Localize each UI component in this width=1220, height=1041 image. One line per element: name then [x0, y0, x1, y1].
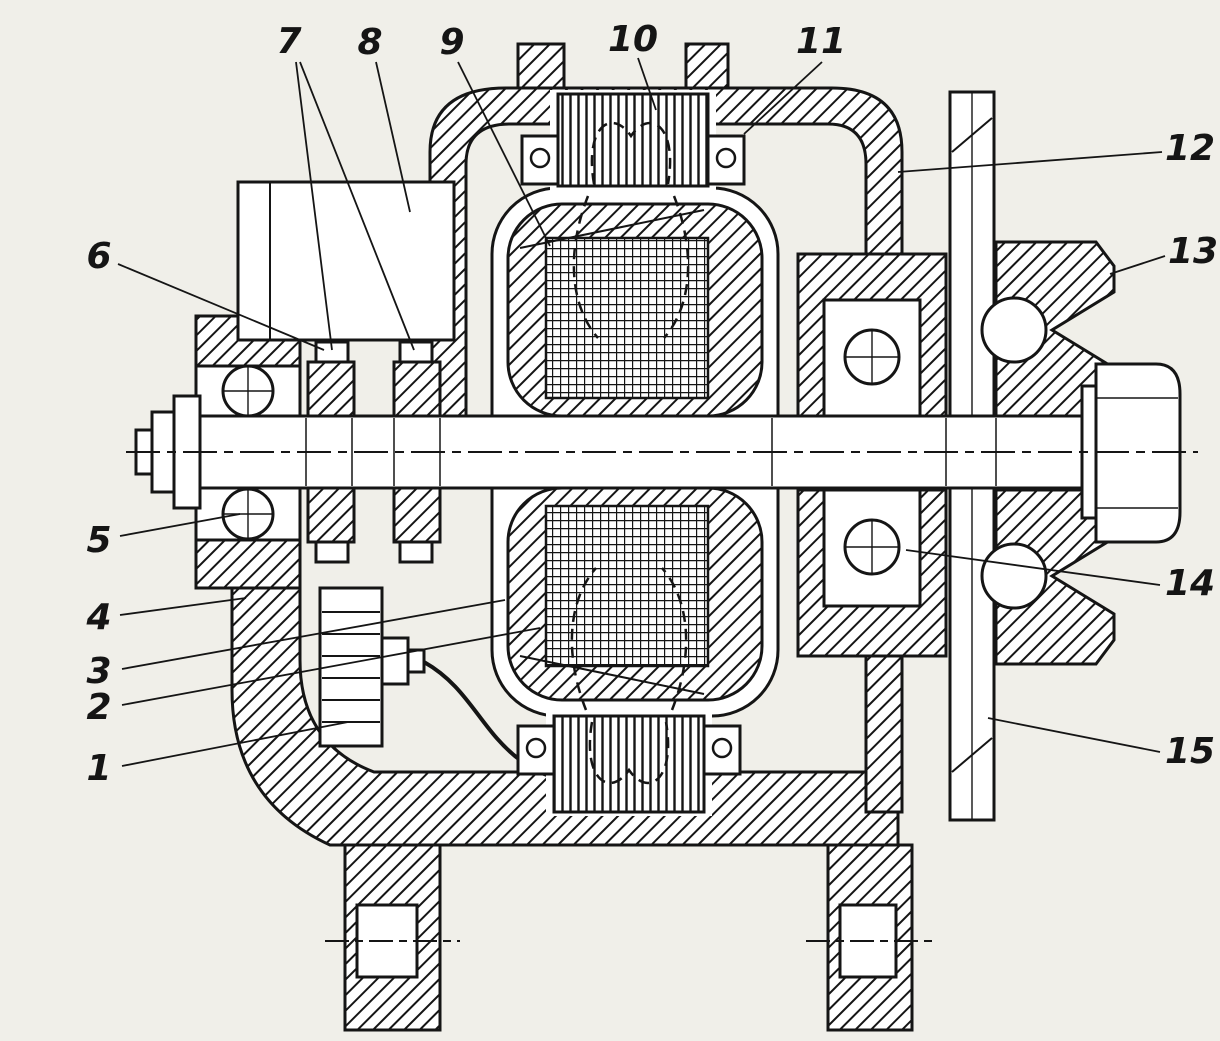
flux-bottom-right: [661, 567, 688, 711]
callout-5: 5: [86, 520, 111, 561]
fan-blade-top: [951, 117, 993, 153]
callout-6: 6: [86, 236, 111, 277]
leader-line-13: [1109, 255, 1166, 275]
leader-line-8: [375, 61, 411, 213]
claw-pole-edge-top: [519, 209, 705, 249]
flux-loop-bottom: [588, 721, 670, 785]
leader-line-3: [121, 599, 506, 670]
leader-lines: [117, 57, 1166, 767]
field-winding-top: [544, 236, 710, 400]
leader-line-15: [987, 717, 1161, 753]
callout-14: 14: [1165, 563, 1215, 604]
leader-line-5: [119, 513, 241, 537]
leader-line-4: [119, 597, 247, 616]
mounting-feet: [343, 843, 914, 1032]
leader-line-9: [457, 61, 551, 247]
callout-10: 10: [608, 19, 658, 60]
stator-lug-hole-bottom-left: [525, 737, 547, 759]
claw-pole-edge-bottom: [519, 655, 705, 695]
callout-15: 15: [1165, 731, 1215, 772]
rear-bearing-ball-bottom-centerlines: [845, 520, 899, 574]
leader-line-2: [121, 627, 541, 706]
front-bearing-cap-bottom: [194, 538, 302, 590]
rear-bearing-ball-top-centerlines: [845, 330, 899, 384]
callouts: 1 2 3 4 5 6 7 8 9 10 11 12 13 14 15: [85, 19, 1218, 789]
field-winding-bottom: [544, 504, 710, 668]
leader-line-11: [743, 61, 823, 135]
stator-lug-hole-top-right: [715, 147, 737, 169]
stator-lug-bottom-left: [516, 724, 556, 776]
slip-ring-right: [392, 486, 442, 544]
centerlines: [126, 451, 1198, 942]
leader-line-12: [897, 151, 1163, 173]
callout-9: 9: [439, 22, 464, 63]
flux-bottom-left: [570, 567, 597, 711]
brush-holder-body: [236, 180, 456, 342]
stator-lug-hole-top-left: [529, 147, 551, 169]
slip-ring-terminal-right: [398, 540, 434, 564]
fan-blade-bottom: [951, 737, 993, 773]
brushes-slip-rings: [306, 340, 442, 564]
leader-line-14: [905, 549, 1161, 586]
callout-4: 4: [85, 597, 111, 638]
pulley-hole-top: [980, 296, 1048, 364]
front-bearing-ball-bottom-centerlines: [223, 489, 273, 539]
callout-13: 13: [1168, 231, 1218, 272]
front-bearing-ball-top-centerlines: [223, 366, 273, 416]
leader-line-6: [117, 263, 325, 351]
callout-2: 2: [86, 687, 111, 728]
brush-holder: [236, 180, 456, 342]
pulley-nut-facets: [1096, 397, 1178, 509]
callout-7: 7: [276, 21, 301, 62]
flux-top-left: [572, 195, 599, 339]
slip-ring-terminal-left: [314, 540, 350, 564]
leader-line-10: [637, 57, 657, 111]
flux-top-right: [663, 195, 690, 339]
slip-ring-left: [306, 486, 356, 544]
callout-12: 12: [1165, 128, 1215, 169]
flux-loop-top: [590, 121, 672, 185]
case-top-lug-left: [516, 42, 566, 94]
regulator-fins: [322, 611, 380, 723]
stator-coil-end-top: [556, 92, 710, 188]
pulley: [980, 240, 1116, 666]
stator-lug-bottom-right: [702, 724, 742, 776]
callout-8: 8: [357, 22, 382, 63]
stator-coil-end-bottom: [552, 714, 706, 814]
brush-left: [306, 360, 356, 418]
brush-right: [392, 360, 442, 418]
brush-terminal-right: [398, 340, 434, 364]
stator-coil-ends: [516, 90, 746, 816]
case-top-lug-right: [684, 42, 730, 94]
rear-bearing-assembly: [796, 252, 948, 658]
callout-11: 11: [796, 21, 846, 62]
leader-line-7a: [295, 61, 333, 351]
leader-line-7b: [299, 61, 415, 351]
leader-line-1: [121, 721, 349, 767]
stator-lug-hole-bottom-right: [711, 737, 733, 759]
callout-3: 3: [86, 651, 111, 692]
flux-lines: [570, 121, 690, 785]
regulator-plug: [380, 636, 410, 686]
regulator-plug-tip: [406, 648, 426, 674]
case-top-band: [428, 86, 904, 418]
pulley-hole-bottom: [980, 542, 1048, 610]
callout-1: 1: [86, 748, 111, 789]
